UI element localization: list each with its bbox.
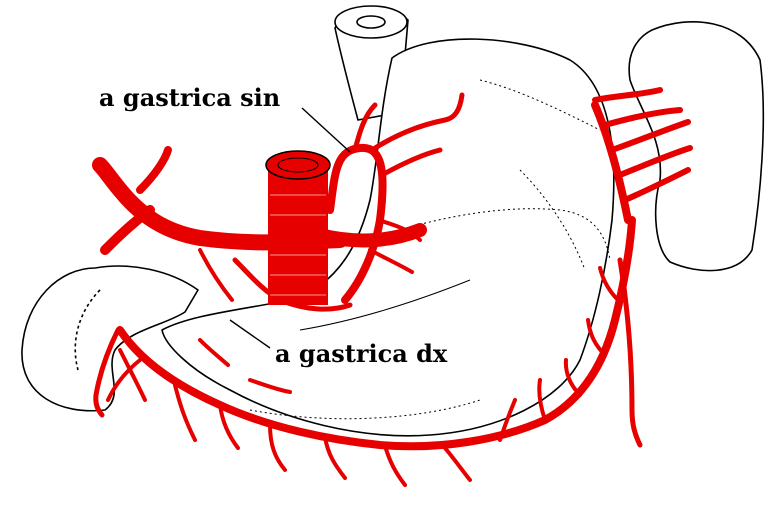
arcade-branch <box>445 448 470 480</box>
hepatic-artery-branch <box>140 150 168 190</box>
arcade-branch <box>588 320 605 355</box>
descending-artery <box>620 260 640 445</box>
label-left-gastric-artery: a gastrica sin <box>99 83 280 112</box>
leader-line-left-gastric <box>302 108 350 152</box>
right-gastric-branch <box>200 250 232 300</box>
arcade-branch <box>270 425 285 470</box>
hepatic-artery-branch <box>105 210 150 250</box>
label-right-gastric-artery: a gastrica dx <box>275 339 448 368</box>
arcade-branch <box>385 446 405 485</box>
aorta <box>266 151 330 305</box>
arcade-branch <box>600 268 618 300</box>
oesophagus-lumen <box>335 6 407 38</box>
spleen-outline <box>629 22 763 271</box>
